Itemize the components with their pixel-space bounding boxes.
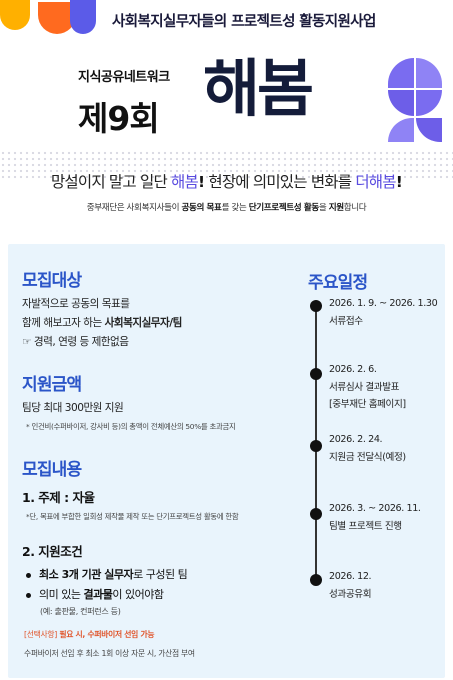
schedule-item: 2026. 2. 24. 지원금 전달식(예정): [329, 434, 406, 463]
schedule-item: 2026. 2. 6. 서류심사 결과발표 [중부재단 홈페이지]: [329, 364, 406, 411]
bullet-icon: [26, 572, 31, 578]
program-description: 중부재단은 사회복지사들이 공동의 목표를 갖는 단기프로젝트성 활동을 지원합…: [86, 203, 367, 213]
support-amount-title: 지원금액: [22, 375, 82, 395]
support-amount-line1: 팀당 최대 300만원 지원: [22, 402, 124, 414]
recruit-target-line1: 자발적으로 공동의 목표를: [22, 298, 130, 310]
edition-number: 제9회: [78, 99, 160, 138]
condition-item: 의미 있는 결과물이 있어야함: [26, 586, 164, 602]
info-panel: [8, 244, 445, 678]
condition-item: 최소 3개 기관 실무자로 구성된 팀: [26, 566, 188, 582]
recruit-target-title: 모집대상: [22, 271, 82, 291]
timeline-dot: [310, 300, 322, 312]
schedule-item: 2026. 1. 9. ~ 2026. 1.30 서류접수: [329, 298, 438, 327]
sub-brand: 지식공유네트워크: [78, 70, 170, 85]
tagline: 망설이지 말고 일단 해봄! 현장에 의미있는 변화를 더해봄!: [50, 173, 403, 191]
recruit-target-line2: 함께 해보고자 하는 사회복지실무자/팀: [22, 317, 182, 329]
program-name: 해봄: [203, 52, 314, 125]
decor-blue-shape: [70, 0, 96, 34]
timeline-dot: [310, 574, 322, 586]
timeline-dot: [310, 440, 322, 452]
timeline-dot: [310, 508, 322, 520]
condition-example: (예: 출판물, 컨퍼런스 등): [40, 607, 121, 616]
recruit-target-line3: ☞ 경력, 연령 등 제한없음: [22, 336, 129, 348]
topic-heading: 1. 주제 : 자율: [22, 490, 95, 505]
optional-note: [선택사항] 필요 시, 수퍼바이저 선임 가능: [24, 630, 155, 639]
schedule-item: 2026. 3. ~ 2026. 11. 팀별 프로젝트 진행: [329, 503, 421, 532]
decor-yellow-shape: [0, 0, 30, 30]
recruit-content-title: 모집내용: [22, 460, 82, 480]
conditions-heading: 2. 지원조건: [22, 544, 83, 559]
support-amount-note: * 인건비(수퍼바이저, 강사비 등)의 총액이 전체예산의 50%를 초과금지: [26, 422, 236, 431]
bullet-icon: [26, 592, 31, 598]
schedule-item: 2026. 12. 성과공유회: [329, 571, 372, 600]
schedule-title: 주요일정: [308, 273, 368, 293]
timeline-dot: [310, 368, 322, 380]
program-header-title: 사회복지실무자들의 프로젝트성 활동지원사업: [112, 14, 376, 30]
supervisor-note: 수퍼바이저 선임 후 최소 1회 이상 자문 시, 가산점 부여: [24, 649, 195, 658]
decor-dot-pattern: [0, 150, 453, 180]
topic-note: *단, 목표에 부합한 일회성 제작물 제작 또는 단기프로젝트성 활동에 한함: [26, 512, 239, 521]
